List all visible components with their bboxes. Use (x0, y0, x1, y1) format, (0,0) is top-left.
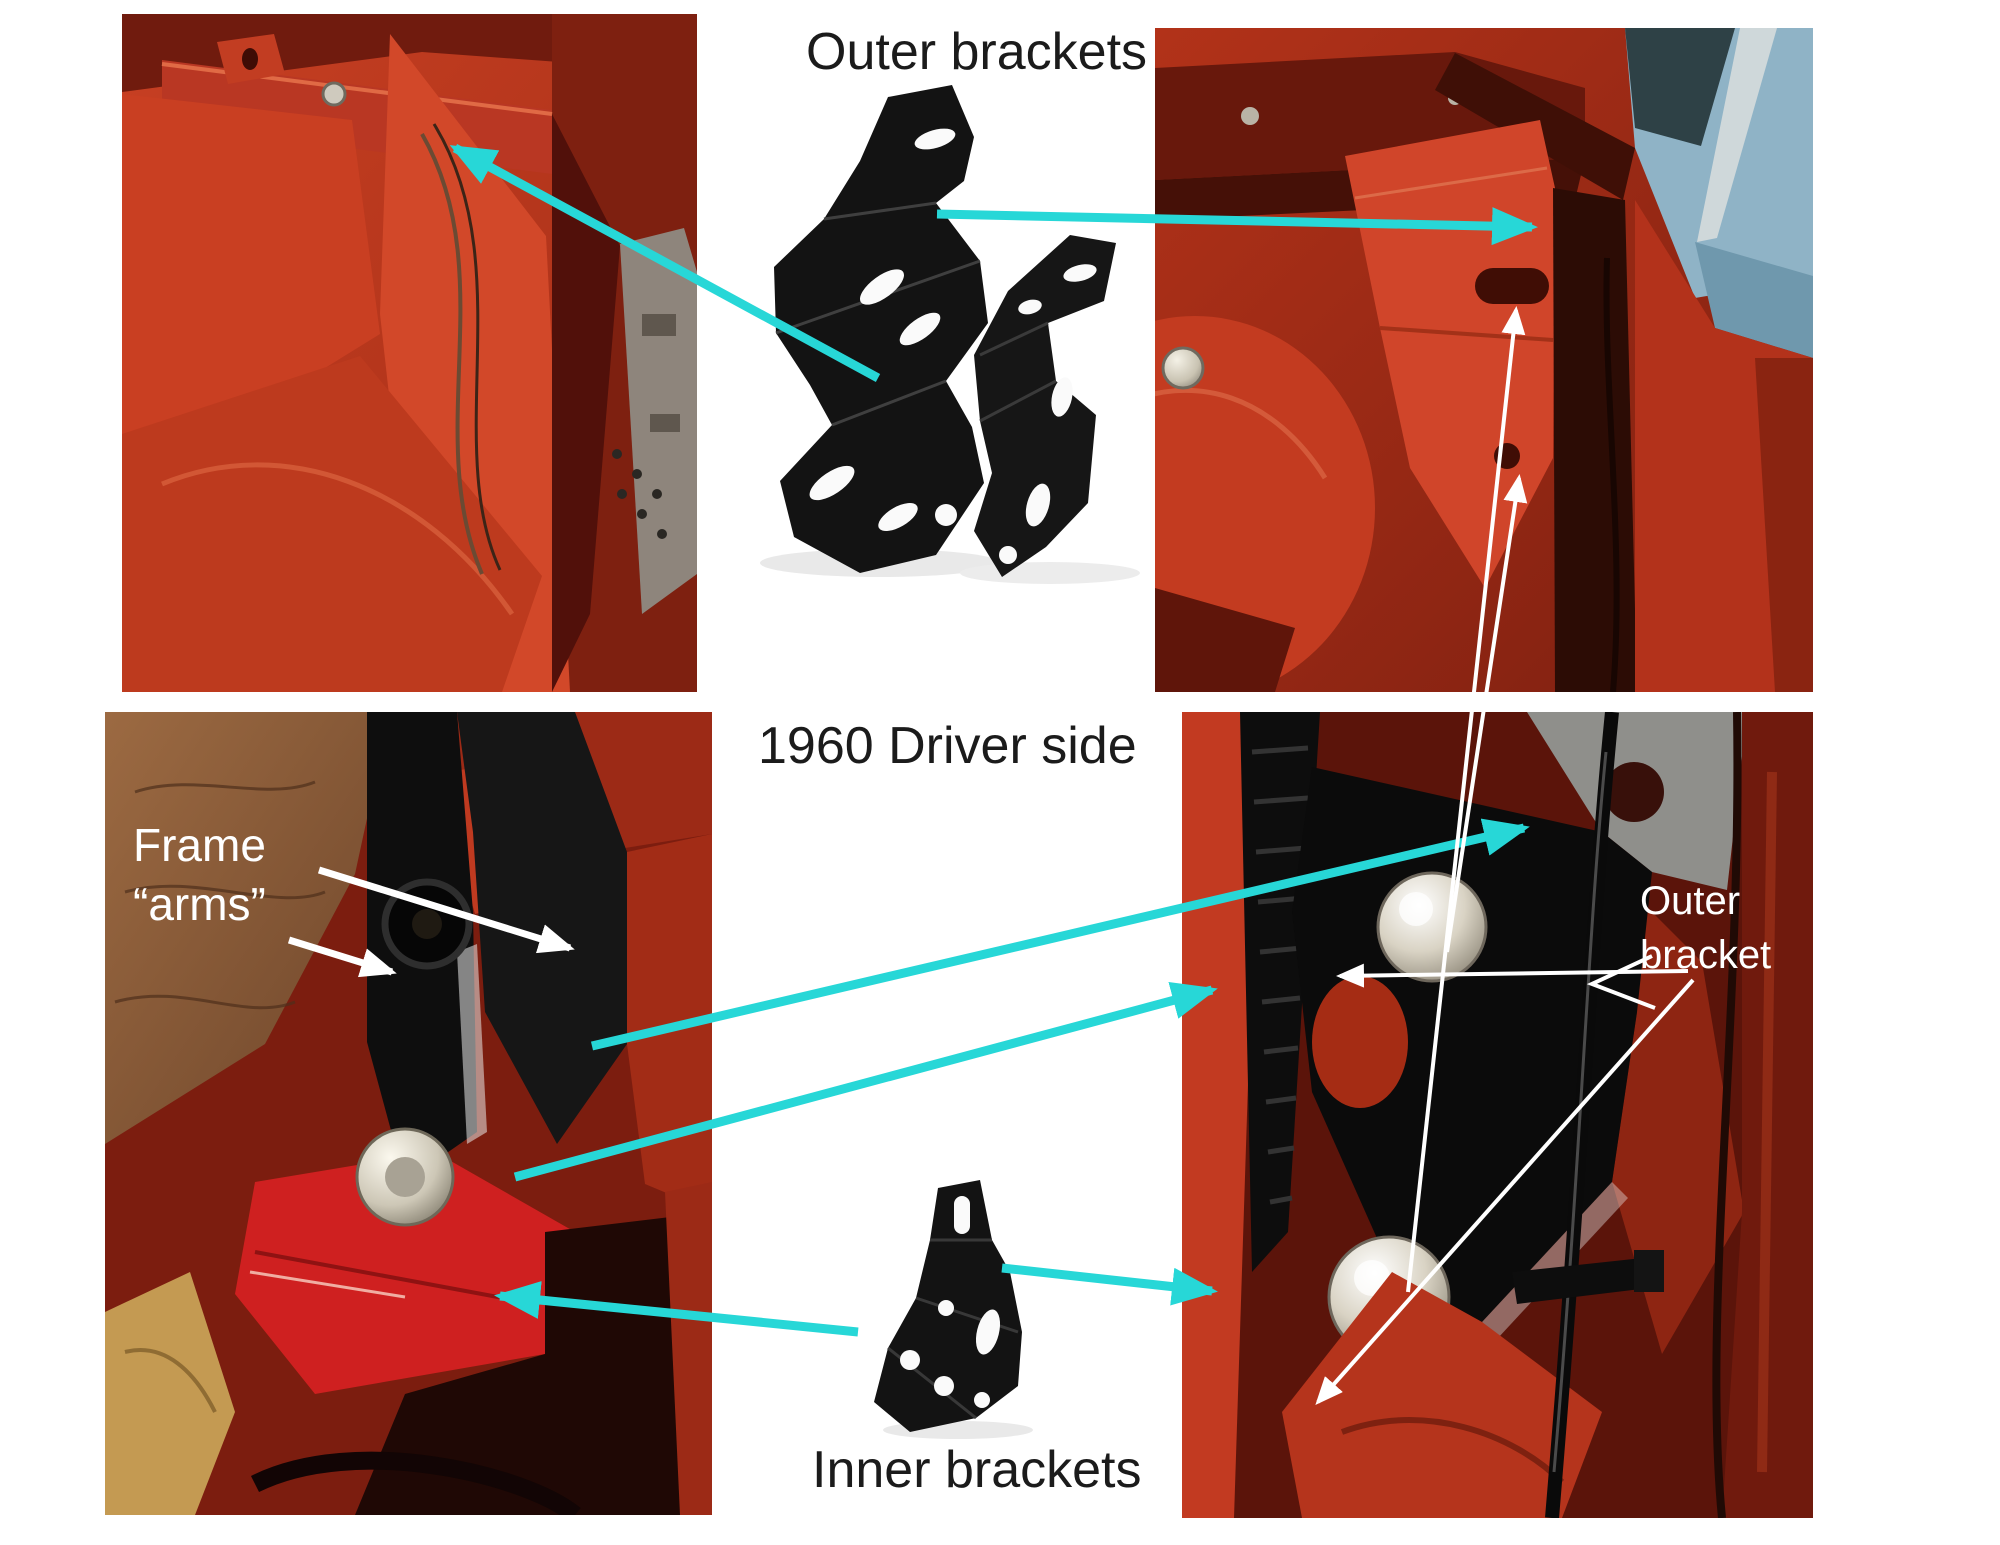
chrome-bolt (1161, 346, 1205, 390)
photo-bottom-right (1182, 712, 1813, 1518)
photo-top-left (122, 14, 697, 692)
bracket-holes (900, 1196, 1001, 1408)
product-inner-bracket (858, 1180, 1058, 1440)
driver-side-caption: 1960 Driver side (758, 717, 1137, 775)
red-showing-through (1312, 976, 1408, 1108)
outer-bracket-label: Outer bracket (1640, 874, 1771, 982)
photo-top-right (1155, 28, 1813, 692)
inner-bracket-installed (235, 1152, 575, 1394)
photo-top-left-art (122, 14, 697, 692)
bolt-head (321, 81, 347, 107)
flange-hole (1604, 762, 1664, 822)
glove (105, 1272, 235, 1515)
arm-edge-glint (457, 944, 487, 1144)
round-hole (1494, 443, 1520, 469)
outer-bracket-left-part (774, 85, 988, 573)
frame-arms-label-line2: “arms” (133, 877, 266, 930)
hose (250, 1451, 581, 1515)
photo-top-right-art (1155, 28, 1813, 692)
windshield-pillar (1697, 28, 1777, 242)
outer-bracket-label-line2: bracket (1640, 933, 1772, 977)
inner-bracket-art (874, 1180, 1033, 1439)
shock-tower (1155, 316, 1375, 692)
photo-bottom-right-art (1182, 712, 1813, 1518)
floor-grate (612, 449, 667, 539)
carriage-bolt-upper (1376, 871, 1488, 983)
mechanic-arm (105, 712, 390, 1144)
outer-brackets-art (760, 85, 1140, 584)
cable (1603, 257, 1620, 692)
outer-bracket-label-line1: Outer (1640, 879, 1741, 923)
inner-brackets-title: Inner brackets (812, 1441, 1142, 1499)
frame-arms-label-line1: Frame (133, 819, 266, 871)
outer-bracket-right-part (974, 235, 1116, 577)
outer-brackets-title: Outer brackets (806, 23, 1148, 81)
product-outer-brackets (740, 85, 1160, 585)
slot-hole (1475, 268, 1549, 304)
bracket-slots (809, 128, 957, 531)
frame-arms-label: Frame “arms” (133, 816, 266, 934)
